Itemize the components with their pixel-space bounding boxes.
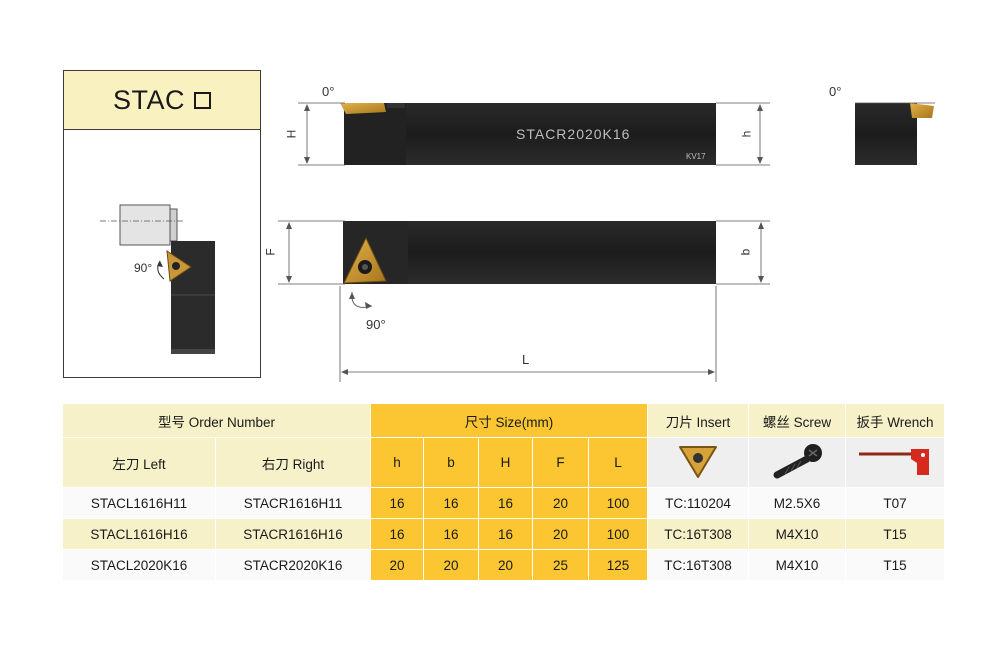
cell-insert: TC:16T308 (647, 518, 749, 550)
cell-wrench: T15 (845, 518, 945, 550)
square-symbol-icon (194, 91, 211, 109)
cell-F: 20 (532, 487, 589, 519)
header-L: L (588, 437, 648, 488)
dim-b-label: b (738, 248, 753, 256)
table-row: STACL1616H16 STACR1616H16 16 16 16 20 10… (62, 518, 945, 550)
workpiece-diagram (100, 204, 215, 354)
cell-H: 16 (478, 487, 533, 519)
cell-h: 20 (370, 549, 424, 581)
dim-L-label: L (522, 352, 530, 367)
header-size: 尺寸 Size(mm) (370, 403, 648, 438)
cell-b: 20 (423, 549, 479, 581)
table-row: STACL1616H11 STACR1616H11 16 16 16 20 10… (62, 487, 945, 519)
header-screw: 螺丝 Screw (748, 403, 846, 438)
screw-icon (773, 444, 822, 479)
cell-L: 100 (588, 487, 648, 519)
insert-end (910, 103, 934, 118)
cell-L: 125 (588, 549, 648, 581)
screw-icon-cell (748, 437, 846, 488)
panel-title-text: STAC (112, 84, 185, 115)
cell-b: 16 (423, 487, 479, 519)
cell-insert: TC:110204 (647, 487, 749, 519)
cell-H: 16 (478, 518, 533, 550)
shank-end-view (855, 103, 917, 165)
wrench-icon (859, 449, 929, 475)
dim-h-label: h (739, 130, 754, 138)
header-F: F (532, 437, 589, 488)
shank-small-mark: KV17 (686, 152, 706, 161)
cell-wrench: T15 (845, 549, 945, 581)
header-right: 右刀 Right (215, 437, 371, 488)
top-angle-left: 0° (322, 84, 335, 99)
cell-h: 16 (370, 487, 424, 519)
cell-screw: M4X10 (748, 518, 846, 550)
cell-L: 100 (588, 518, 648, 550)
header-left: 左刀 Left (62, 437, 216, 488)
header-h: h (370, 437, 424, 488)
panel-title: STAC (64, 71, 260, 130)
header-H: H (478, 437, 533, 488)
info-panel: STAC 90° (63, 70, 261, 378)
cell-left: STACL1616H11 (62, 487, 216, 519)
cell-F: 20 (532, 518, 589, 550)
spec-table: 型号 Order Number 尺寸 Size(mm) 刀片 Insert 螺丝… (62, 403, 945, 581)
cell-right: STACR1616H11 (215, 487, 371, 519)
header-order-number: 型号 Order Number (62, 403, 371, 438)
cell-screw: M4X10 (748, 549, 846, 581)
cell-left: STACL2020K16 (62, 549, 216, 581)
insert-icon-cell (647, 437, 749, 488)
dim-H-label: H (284, 129, 299, 139)
tool-drawings (278, 102, 935, 382)
cell-b: 16 (423, 518, 479, 550)
dim-F-label: F (263, 248, 278, 256)
triangle-insert-icon (679, 446, 717, 478)
header-wrench: 扳手 Wrench (845, 403, 945, 438)
header-b: b (423, 437, 479, 488)
table-row: STACL2020K16 STACR2020K16 20 20 20 25 12… (62, 549, 945, 581)
header-insert: 刀片 Insert (647, 403, 749, 438)
shank-marking: STACR2020K16 (516, 126, 631, 142)
panel-angle-label: 90° (134, 261, 153, 275)
cell-right: STACR2020K16 (215, 549, 371, 581)
wrench-icon-cell (845, 437, 945, 488)
cell-h: 16 (370, 518, 424, 550)
insert-side (340, 103, 386, 114)
cell-screw: M2.5X6 (748, 487, 846, 519)
cell-H: 20 (478, 549, 533, 581)
bottom-angle-label: 90° (366, 317, 386, 332)
cell-wrench: T07 (845, 487, 945, 519)
cell-F: 25 (532, 549, 589, 581)
cell-left: STACL1616H16 (62, 518, 216, 550)
cell-right: STACR1616H16 (215, 518, 371, 550)
cell-insert: TC:16T308 (647, 549, 749, 581)
top-angle-right: 0° (829, 84, 842, 99)
